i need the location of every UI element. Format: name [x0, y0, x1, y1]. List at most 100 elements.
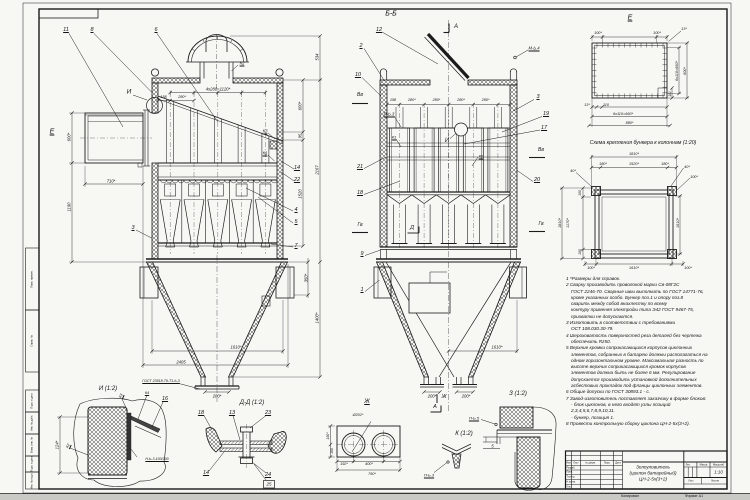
note-line: контуру применяя электроды типа Э42 ГОСТ… — [571, 307, 694, 313]
drawing-label: 100* — [653, 30, 661, 35]
drawing-label: 600* — [66, 132, 72, 142]
drawing-label: 30° — [456, 457, 462, 465]
drawing-label: 13* — [681, 27, 687, 31]
drawing-label: Утв. — [566, 485, 572, 489]
drawing-label: 22 — [293, 177, 301, 183]
drawing-label: Подп. — [603, 461, 611, 465]
drawing-label: 95 — [297, 133, 303, 139]
drawing-label: К3 — [262, 128, 268, 134]
note-line: - бункер, позиция 1. — [571, 414, 615, 420]
drawing-label: Масса — [699, 463, 708, 466]
drawing-label: 600* — [682, 66, 687, 75]
drawing-label: К4 — [144, 390, 150, 395]
front-view-dimensions — [68, 33, 322, 394]
drawing-label: 1 — [360, 287, 364, 293]
drawing-label: 14 — [202, 470, 210, 476]
drawing-label: 1610* — [230, 344, 242, 350]
drawing-label: П-Ь.3 — [383, 111, 395, 116]
drawing-label: Гв — [357, 222, 363, 228]
drawing-label: Вв — [357, 92, 363, 98]
drawing-label: Копировал — [620, 493, 640, 498]
drawing-label: 200* — [461, 393, 471, 398]
note-line: 5 Верхние кромки соприкасающихся корпусо… — [566, 345, 693, 351]
drawing-label: 280* — [178, 95, 186, 99]
technical-notes: 1 *Размеры для справок.2 Сварку производ… — [566, 276, 708, 427]
note-line: 7 Завод-изготовитель поставляет заказчик… — [566, 395, 707, 401]
drawing-label: 8 — [90, 27, 94, 33]
drawing-label: 12 — [375, 27, 383, 33]
drawing-label: Инв. № дубл. — [30, 414, 34, 432]
drawing-label: К3 — [118, 393, 124, 399]
detail-i — [57, 394, 167, 487]
view-e — [587, 30, 689, 128]
drawing-label: П-Ь.3 — [423, 472, 435, 477]
drawing-label: 2167 — [314, 165, 320, 175]
note-line: элементов должна быть не более 6 мм. Рег… — [571, 370, 696, 376]
drawing-label: 13* — [584, 102, 590, 107]
drawing-label: Т.контр. — [566, 475, 576, 479]
drawing-label: 24 — [264, 472, 272, 478]
drawing-label: 13 — [228, 410, 236, 416]
detail-dd — [203, 415, 287, 489]
drawing-label: 180 — [578, 249, 582, 255]
drawing-label: А — [453, 24, 459, 30]
drawing-label: 6 — [154, 27, 158, 33]
drawing-label: 5 — [491, 443, 494, 448]
drawing-label: № докум. — [585, 461, 596, 465]
drawing-label: 880* — [625, 120, 634, 125]
note-line: элементов, собранных в батарею должны ра… — [571, 351, 708, 357]
drawing-label: Вв — [538, 147, 544, 153]
drawing-label: Подп. и дата — [30, 456, 34, 472]
drawing-label: 18 — [356, 190, 364, 196]
drawing-label: 6х110=660* — [612, 111, 634, 116]
drawing-label: К2 — [478, 153, 484, 158]
drawing-label: К (1:2) — [455, 431, 473, 437]
drawing-label: 3 — [131, 225, 135, 231]
drawing-label: А — [433, 404, 437, 410]
drawing-label: 200* — [427, 393, 437, 398]
drawing-label: 600* — [297, 101, 303, 111]
drawing-label: 158 — [160, 95, 167, 99]
note-line: 2,3,4,5,6,7,8,9,10,11. — [571, 408, 615, 414]
drawing-label: 19 — [542, 111, 550, 117]
drawing-label: 17 — [540, 125, 548, 131]
drawing-label: Листов — [711, 479, 719, 483]
drawing-label: Н-Ь.3-100/200 — [145, 457, 169, 461]
note-line: асбестовых прокладок под фланцы циклонны… — [571, 383, 703, 389]
drawing-label: З (1:2) — [509, 391, 527, 397]
drawing-label: 1810* — [557, 218, 562, 228]
drawing-label: И — [444, 138, 450, 144]
drawing-label: 1520 — [297, 189, 303, 199]
drawing-label: 20 — [533, 177, 541, 183]
drawing-label: П-Ь.5 — [468, 415, 480, 421]
note-line: кроме указанных особо. Бункер поз.1 и оп… — [571, 294, 684, 300]
drawing-label: ГОСТ 23518-79-Т1-Ь.3 — [142, 378, 180, 383]
drawing-label: 40* — [570, 168, 576, 173]
drawing-label: К1 — [391, 134, 397, 140]
note-line: допускается производить установкой допол… — [571, 376, 697, 382]
note-line: высоте верхних соприкасающихся кромок ко… — [571, 364, 686, 370]
drawing-label: 40* — [684, 164, 690, 169]
section-view — [352, 20, 545, 413]
drawing-label: Схема крепления бункера к колоннам (1:20… — [589, 140, 697, 146]
drawing-label: 102 — [667, 90, 672, 97]
note-line: 1 *Размеры для справок. — [566, 276, 621, 281]
drawing-label: 5 — [294, 219, 298, 225]
drawing-label: Н.контр. — [566, 480, 576, 484]
drawing-label: Подп. и дата — [30, 393, 34, 409]
note-line: прихватки не допускаются. — [571, 313, 634, 319]
drawing-label: Формат А1 — [684, 493, 704, 498]
drawing-label: Дата — [615, 461, 621, 465]
drawing-label: 280* — [457, 98, 465, 102]
note-line: - блок циклонов, в него входят узлы пози… — [571, 401, 671, 407]
drawing-label: 280* — [407, 98, 416, 102]
drawing-label: 280* — [481, 98, 490, 102]
detail-z — [480, 406, 557, 491]
drawing-label: 100* — [690, 174, 698, 179]
drawing-label: 110 — [602, 102, 610, 107]
drawing-label: Золоуловитель — [636, 464, 670, 469]
drawing-label: 21 — [356, 164, 364, 170]
